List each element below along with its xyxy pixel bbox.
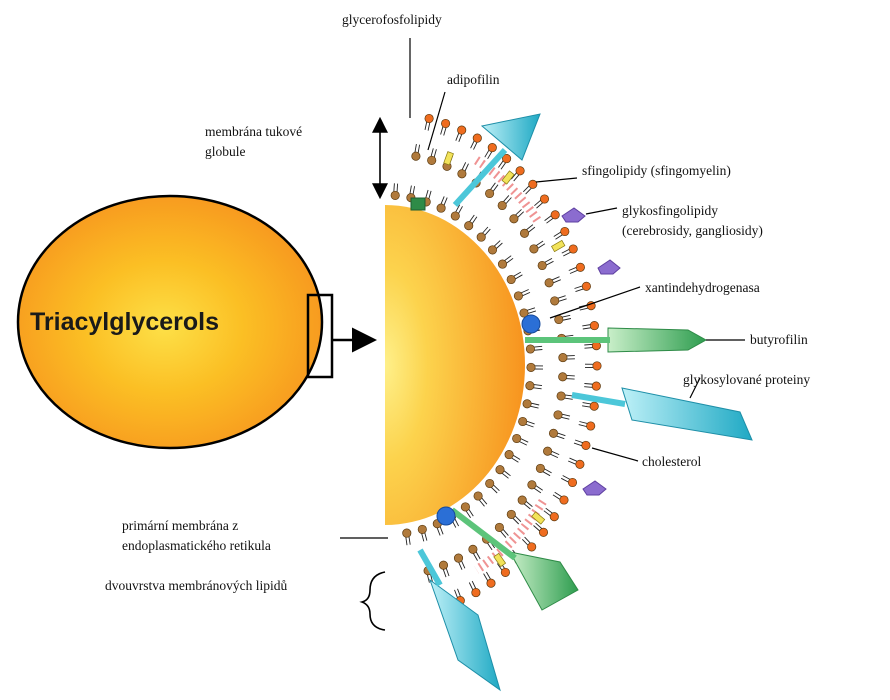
glycosphingolipid-bottom xyxy=(583,481,606,495)
label-membrane-1: membrána tukové xyxy=(205,124,302,139)
cholesterol-molecule xyxy=(552,240,565,251)
label-bilayer: dvouvrstva membránových lipidů xyxy=(105,578,287,593)
label-glycosphingolipids-1: glykosfingolipidy xyxy=(622,203,718,218)
glycoprotein-right-stem xyxy=(572,395,625,404)
butyrophilin-protein-bottom xyxy=(510,552,578,610)
brace-icon xyxy=(362,572,385,630)
glycoprotein-bottom xyxy=(430,580,500,690)
label-glycosphingolipids-2: (cerebrosidy, gangliosidy) xyxy=(622,223,763,238)
cholesterol-molecule xyxy=(444,152,454,165)
label-primary-1: primární membrána z xyxy=(122,518,238,533)
cholesterol-molecule xyxy=(532,512,545,524)
butyrophilin-protein xyxy=(608,328,706,352)
xanthine-oxidase xyxy=(522,315,540,333)
butyrophilin-bottom-stem xyxy=(452,510,515,558)
label-xanthine: xantindehydrogenasa xyxy=(645,280,760,295)
label-butyrophilin: butyrofilin xyxy=(750,332,808,347)
cholesterol-molecule xyxy=(502,171,514,184)
label-adipophilin: adipofilin xyxy=(447,72,500,87)
label-glycoproteins: glykosylované proteiny xyxy=(683,372,810,387)
core-title: Triacylglycerols xyxy=(30,308,219,336)
glycosphingolipid-top xyxy=(562,208,585,222)
label-glycerophospholipids: glycerofosfolipidy xyxy=(342,12,442,27)
label-membrane-2: globule xyxy=(205,144,246,159)
label-primary-2: endoplasmatického retikula xyxy=(122,538,271,553)
label-sphingolipids: sfingolipidy (sfingomyelin) xyxy=(582,163,731,178)
label-cholesterol: cholesterol xyxy=(642,454,701,469)
glycosphingolipid-mid xyxy=(598,260,620,274)
glycoprotein-right xyxy=(622,388,752,440)
adipophilin-protein xyxy=(411,198,425,210)
xanthine-oxidase-bottom xyxy=(437,507,455,525)
cholesterol-molecule xyxy=(494,553,506,566)
fat-globule-core xyxy=(385,205,525,525)
